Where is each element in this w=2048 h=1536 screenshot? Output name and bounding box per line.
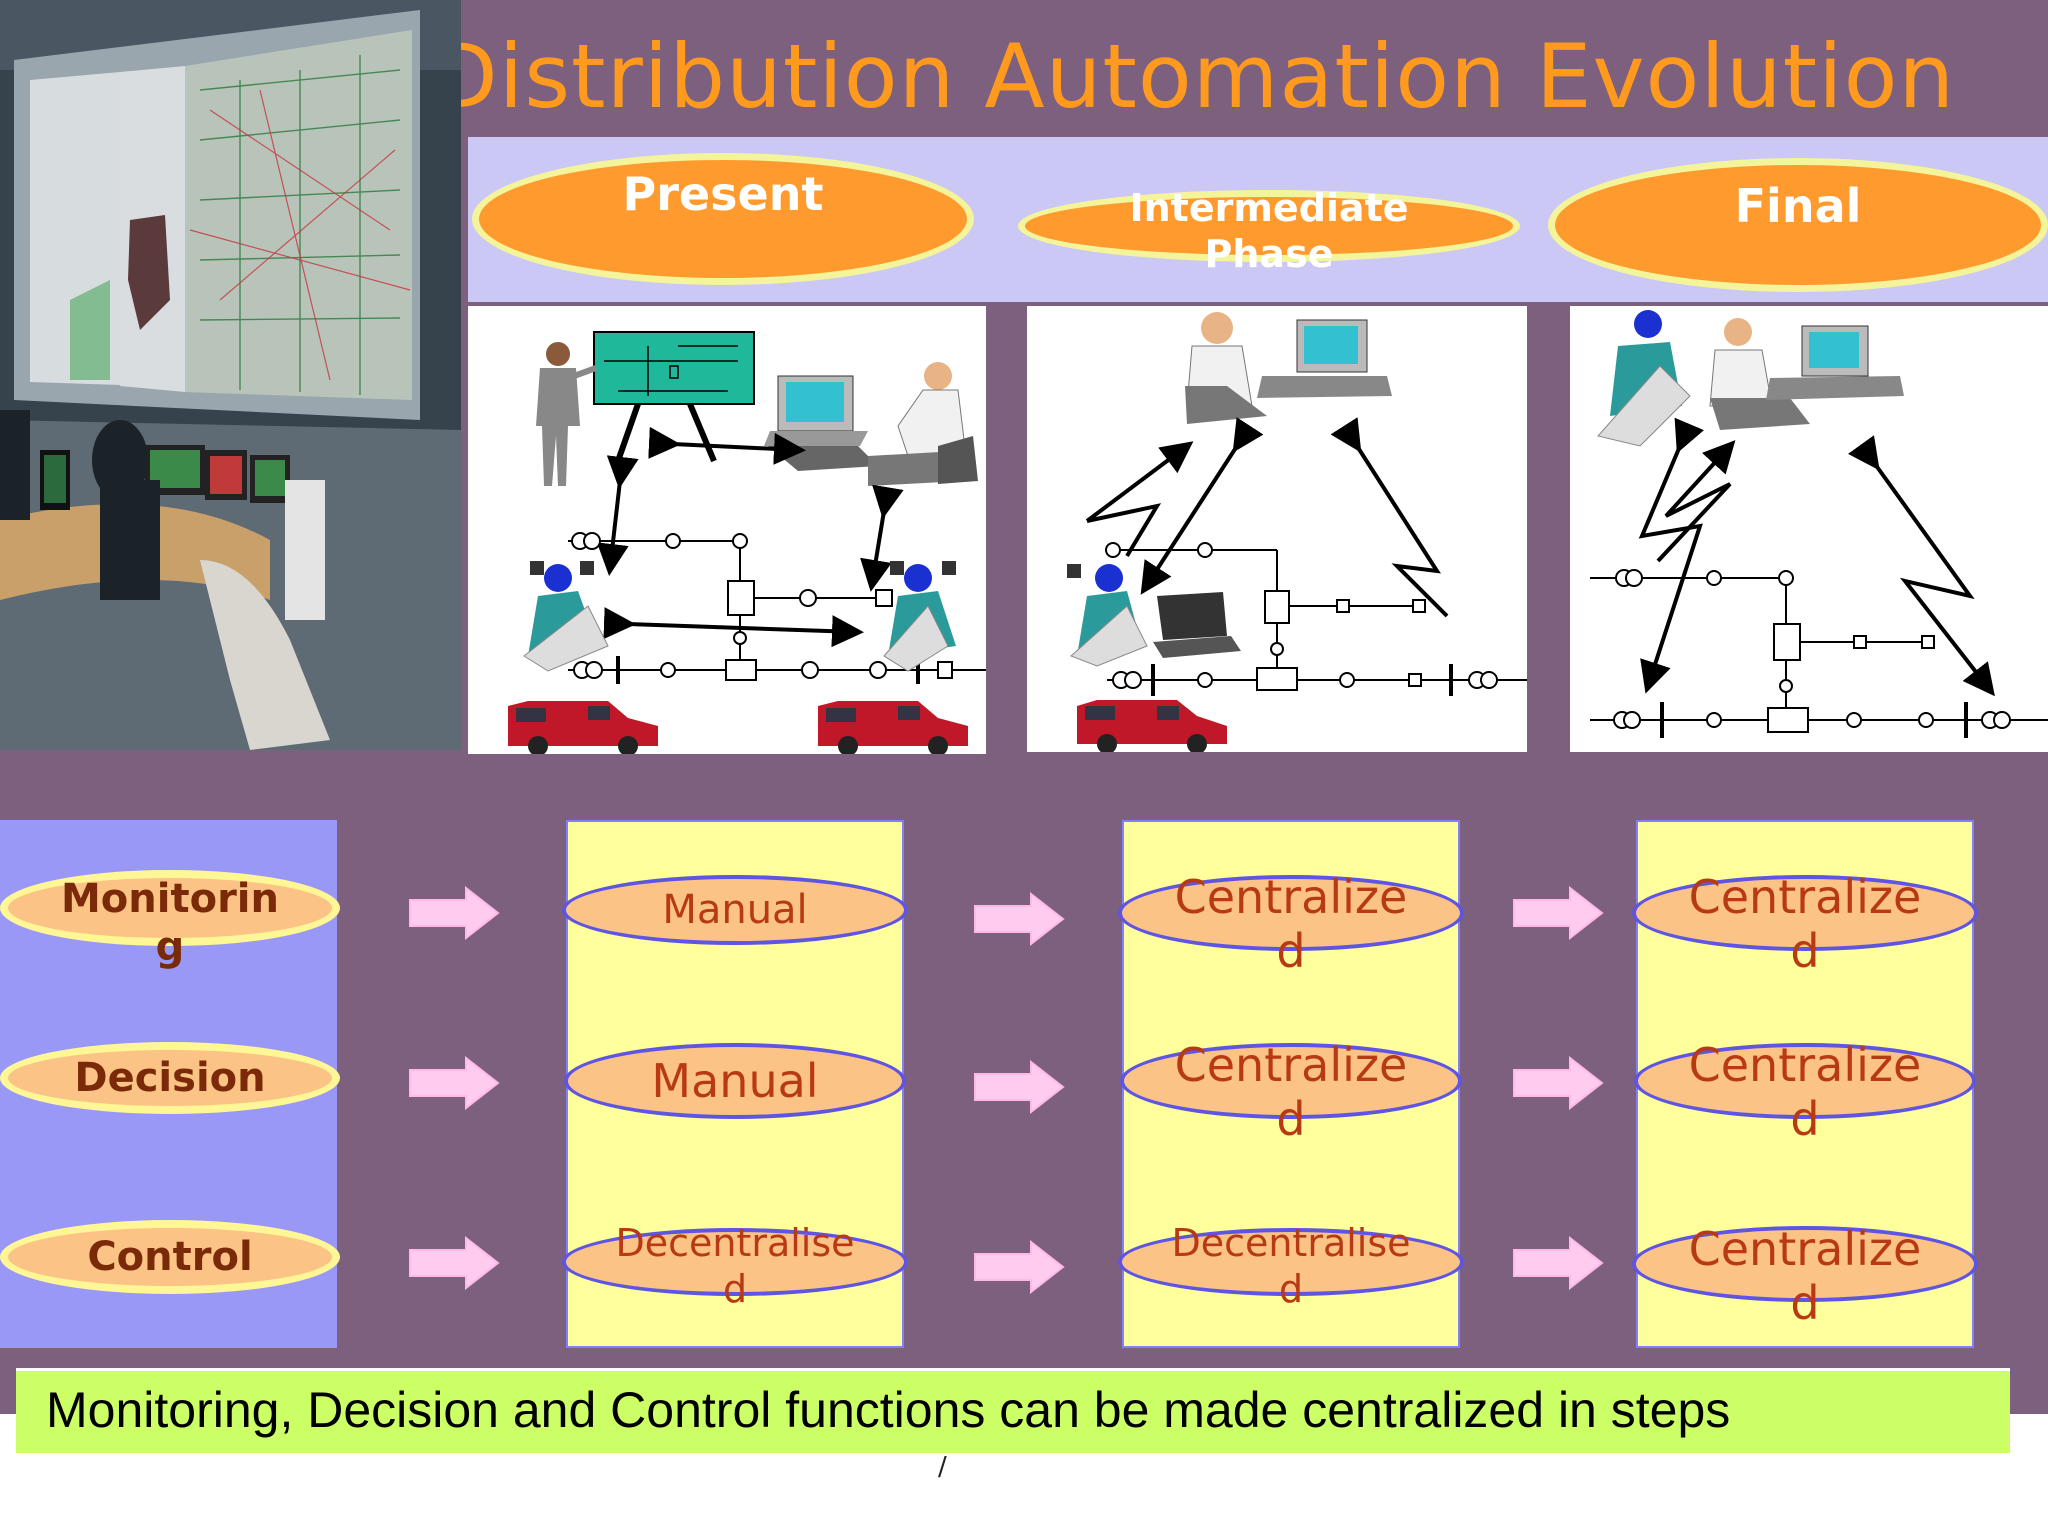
- summary-bar: [16, 1368, 2010, 1453]
- lineman-icon: [883, 561, 956, 672]
- intermediate-illustration: [1027, 306, 1527, 752]
- single-line-diagram: [568, 532, 986, 684]
- single-line-diagram: [1590, 569, 2048, 738]
- operator-computer-icon: [1709, 318, 1904, 430]
- right-arrow-icon: [1513, 886, 1604, 940]
- single-line-diagram: [1105, 542, 1527, 696]
- function-monitoring: Monitoring: [0, 870, 340, 970]
- present-monitoring-stage: Manual: [562, 875, 908, 945]
- stage-label: Centralized: [1688, 1038, 1922, 1146]
- presenter-icon: [536, 331, 755, 486]
- intermediate-decision-stage: Centralized: [1120, 1038, 1462, 1146]
- final-monitoring-stage: Centralized: [1632, 870, 1978, 978]
- right-arrow-icon: [409, 886, 500, 940]
- page-title: Distribution Automation Evolution: [430, 25, 1956, 128]
- stage-label: Centralized: [1174, 1038, 1408, 1146]
- footer-mark: /: [938, 1452, 947, 1482]
- phase-present-label: Present: [622, 167, 824, 221]
- summary-text: Monitoring, Decision and Control functio…: [46, 1382, 1731, 1438]
- function-control: Control: [0, 1220, 340, 1294]
- stage-label: Manual: [651, 1054, 819, 1108]
- stage-label: Centralized: [1688, 1222, 1922, 1330]
- stage-label: Decentralised: [1171, 1221, 1411, 1311]
- stage-label: Manual: [662, 887, 808, 933]
- function-control-label: Control: [87, 1234, 253, 1280]
- operator-computer-icon: [1185, 312, 1392, 424]
- stage-label: Decentralised: [615, 1221, 855, 1311]
- final-illustration: [1570, 306, 2048, 752]
- right-arrow-icon: [409, 1236, 500, 1290]
- present-control-stage: Decentralised: [562, 1221, 908, 1311]
- intermediate-monitoring-stage: Centralized: [1118, 870, 1464, 978]
- stage-label: Centralized: [1688, 870, 1922, 978]
- final-decision-stage: Centralized: [1634, 1038, 1976, 1146]
- lineman-icon: [1067, 564, 1148, 667]
- phase-intermediate: Intermediate Phase: [1018, 186, 1520, 276]
- final-control-stage: Centralized: [1632, 1222, 1978, 1330]
- control-room-photo: [0, 0, 461, 750]
- utility-van-icon: [508, 701, 658, 754]
- function-monitoring-label: Monitoring: [61, 876, 279, 970]
- right-arrow-icon: [409, 1056, 500, 1110]
- right-arrow-icon: [1513, 1056, 1604, 1110]
- phase-intermediate-label: Intermediate Phase: [1129, 186, 1409, 276]
- utility-van-icon: [1077, 700, 1227, 752]
- lineman-icon: [523, 561, 609, 672]
- intermediate-control-stage: Decentralised: [1118, 1221, 1464, 1311]
- present-decision-stage: Manual: [564, 1043, 906, 1119]
- stage-label: Centralized: [1174, 870, 1408, 978]
- phase-final: Final: [1548, 158, 2048, 292]
- operator-computer-icon: [764, 362, 978, 486]
- utility-van-icon: [818, 701, 968, 754]
- present-illustration: [468, 306, 986, 754]
- right-arrow-icon: [974, 1240, 1065, 1294]
- function-decision-label: Decision: [74, 1055, 266, 1101]
- right-arrow-icon: [1513, 1236, 1604, 1290]
- right-arrow-icon: [974, 892, 1065, 946]
- phase-present: Present: [472, 153, 974, 285]
- laptop-icon: [1153, 592, 1241, 658]
- right-arrow-icon: [974, 1060, 1065, 1114]
- phase-final-label: Final: [1734, 179, 1862, 233]
- function-decision: Decision: [0, 1042, 340, 1114]
- lineman-icon: [1597, 310, 1691, 447]
